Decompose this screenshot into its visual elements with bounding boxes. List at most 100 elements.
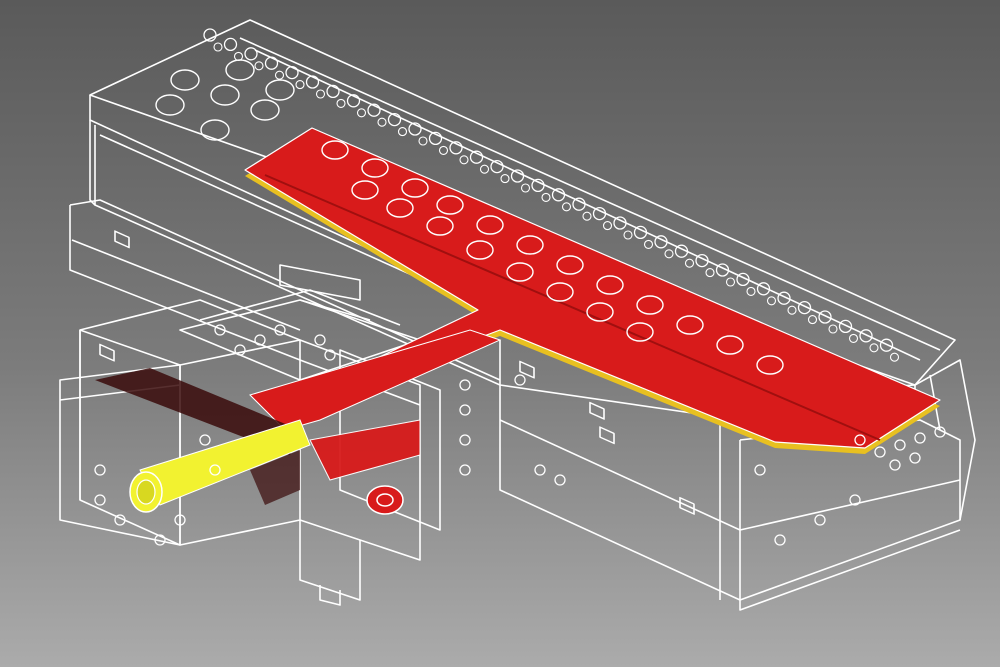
- bolt-icon: [754, 464, 766, 476]
- bolt-icon: [336, 98, 346, 108]
- port-hole-icon: [476, 215, 504, 235]
- bolt-icon: [314, 334, 326, 346]
- bolt-icon: [326, 84, 340, 99]
- bolt-icon: [909, 452, 921, 464]
- port-hole-icon: [756, 355, 784, 375]
- bolt-icon: [787, 305, 797, 315]
- bolt-icon: [572, 197, 586, 211]
- bolt-icon: [746, 286, 756, 296]
- bolt-icon: [633, 225, 648, 240]
- bolt-icon: [643, 239, 654, 249]
- bolt-icon: [510, 169, 525, 183]
- bolt-icon: [214, 324, 226, 336]
- bolt-icon: [561, 202, 572, 212]
- bolt-icon: [854, 434, 866, 446]
- bolt-icon: [356, 108, 367, 118]
- bolt-icon: [244, 47, 258, 61]
- bolt-icon: [654, 235, 668, 249]
- bolt-icon: [613, 216, 627, 230]
- bolt-icon: [428, 131, 443, 146]
- bolt-icon: [274, 70, 285, 80]
- bolt-icon: [859, 329, 873, 343]
- bolt-icon: [346, 94, 361, 108]
- bolt-icon: [664, 249, 674, 259]
- bolt-icon: [397, 127, 408, 137]
- bolt-row: [203, 28, 946, 471]
- bolt-icon: [889, 459, 901, 471]
- bolt-icon: [490, 159, 504, 174]
- port-hole-icon: [626, 322, 654, 342]
- port-hole-icon: [265, 79, 295, 101]
- bolt-icon: [408, 122, 422, 136]
- bolt-icon: [174, 514, 186, 526]
- port-hole-icon: [506, 262, 534, 282]
- bolt-icon: [848, 333, 859, 343]
- face-holes: [94, 324, 861, 546]
- port-hole-icon: [401, 178, 429, 198]
- bolt-icon: [715, 263, 730, 277]
- bolt-icon: [479, 164, 490, 174]
- port-hole-icon: [436, 195, 464, 215]
- bolt-icon: [154, 534, 166, 546]
- bolt-icon: [295, 80, 305, 90]
- feed-outlet-ring: [366, 485, 404, 515]
- bolt-icon: [459, 464, 471, 476]
- bolt-icon: [541, 192, 551, 202]
- bolt-icon: [367, 103, 381, 117]
- bolt-icon: [934, 426, 946, 438]
- bolt-icon: [797, 300, 812, 315]
- bolt-icon: [838, 319, 853, 334]
- manifold-surface: [244, 127, 941, 449]
- port-hole-icon: [556, 255, 584, 275]
- port-hole-icon: [516, 235, 544, 255]
- bolt-icon: [459, 379, 471, 391]
- port-hole-icon: [250, 99, 280, 121]
- bolt-icon: [766, 296, 777, 306]
- bolt-icon: [807, 315, 818, 325]
- bolt-icon: [514, 374, 526, 386]
- bolt-icon: [554, 474, 566, 486]
- port-hole-icon: [466, 240, 494, 260]
- bolt-icon: [223, 37, 238, 52]
- bolt-icon: [500, 174, 510, 184]
- bolt-icon: [551, 188, 566, 202]
- bolt-icon: [459, 155, 469, 165]
- bolt-icon: [879, 338, 894, 352]
- port-hole-icon: [546, 282, 574, 302]
- bolt-icon: [814, 514, 826, 526]
- port-hole-icon: [200, 119, 230, 141]
- port-hole-icon: [596, 275, 624, 295]
- port-hole-icon: [351, 180, 379, 200]
- bolt-icon: [623, 230, 633, 240]
- bolt-icon: [305, 75, 320, 89]
- bolt-icon: [849, 494, 861, 506]
- hidden-channel: [95, 368, 300, 455]
- bolt-icon: [894, 439, 906, 451]
- bolt-icon: [203, 28, 217, 42]
- port-hole-icon: [676, 315, 704, 335]
- bolt-icon: [695, 253, 709, 268]
- bolt-icon: [387, 112, 402, 127]
- bolt-icon: [889, 352, 900, 362]
- bolt-icon: [592, 206, 607, 221]
- port-hole-icon: [321, 140, 349, 160]
- port-hole-icon: [716, 335, 744, 355]
- port-hole-icon: [426, 216, 454, 236]
- bolt-icon: [264, 56, 279, 70]
- bolt-icon: [774, 534, 786, 546]
- bolt-icon: [114, 514, 126, 526]
- feed-channel-lower: [309, 419, 421, 481]
- port-hole-icon: [586, 302, 614, 322]
- bolt-icon: [459, 404, 471, 416]
- bolt-icon: [736, 272, 750, 287]
- bolt-icon: [582, 211, 592, 221]
- bolt-icon: [531, 178, 545, 193]
- bolt-icon: [674, 244, 689, 258]
- bolt-icon: [828, 324, 838, 334]
- bolt-icon: [520, 183, 531, 193]
- bolt-icon: [705, 268, 715, 278]
- inlet-channel: [129, 419, 311, 513]
- bolt-icon: [818, 310, 832, 324]
- port-hole-icon: [636, 295, 664, 315]
